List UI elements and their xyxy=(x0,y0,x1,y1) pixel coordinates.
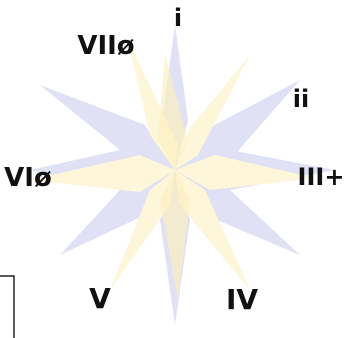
label-v: V xyxy=(89,282,111,315)
label-iv: IV xyxy=(226,283,258,316)
label-i: i xyxy=(174,4,182,32)
label-iii: III+ xyxy=(298,163,345,191)
label-vii: VIIø xyxy=(77,31,134,61)
frame-corner xyxy=(0,276,14,338)
label-vi: VIø xyxy=(4,163,52,193)
label-ii: ii xyxy=(293,85,309,113)
